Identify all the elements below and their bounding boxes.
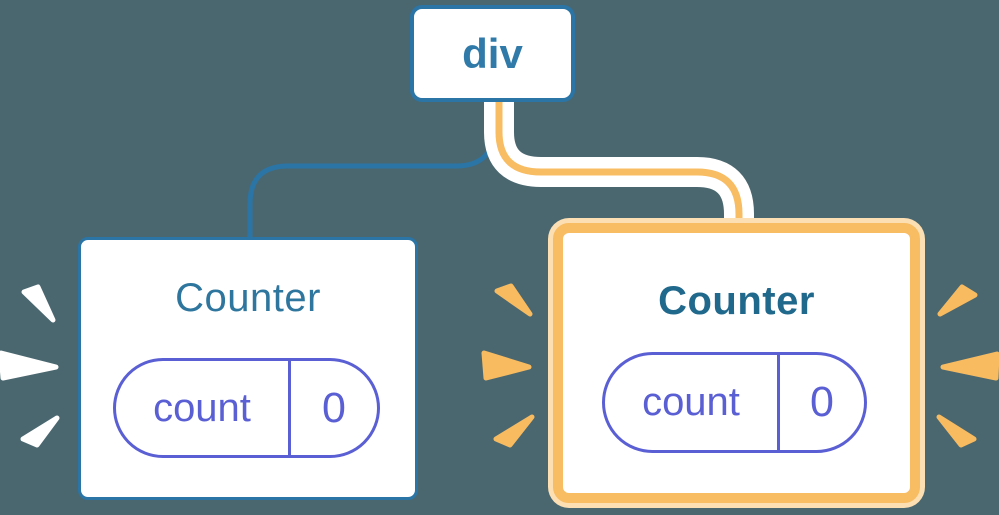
sparks-right-counter-left bbox=[481, 283, 535, 448]
spark-icon bbox=[494, 283, 533, 317]
state-key-cell: count bbox=[116, 361, 291, 455]
edge-div-to-right-counter bbox=[495, 100, 743, 232]
state-key-cell: count bbox=[605, 355, 780, 450]
root-node-label: div bbox=[462, 29, 523, 77]
state-pill: count 0 bbox=[602, 352, 867, 453]
spark-icon bbox=[940, 351, 999, 381]
counter-card-right-highlighted: Counter count 0 bbox=[553, 223, 920, 503]
spark-icon bbox=[20, 415, 60, 448]
spark-icon bbox=[936, 414, 977, 448]
spark-icon bbox=[937, 284, 978, 317]
spark-icon bbox=[493, 414, 535, 448]
spark-icon bbox=[0, 350, 59, 381]
edge-highlight-halo bbox=[484, 100, 754, 232]
root-node-div: div bbox=[410, 5, 575, 102]
spark-icon bbox=[481, 350, 532, 381]
sparks-right-counter-right bbox=[936, 284, 999, 448]
state-value-cell: 0 bbox=[810, 378, 834, 426]
spark-icon bbox=[21, 284, 56, 323]
state-pill: count 0 bbox=[113, 358, 380, 458]
counter-card-left: Counter count 0 bbox=[78, 237, 418, 500]
state-value-cell: 0 bbox=[322, 383, 346, 432]
edge-div-to-left-counter bbox=[247, 100, 497, 240]
sparks-left-counter bbox=[0, 284, 60, 448]
counter-title: Counter bbox=[658, 279, 815, 323]
counter-title: Counter bbox=[175, 276, 321, 320]
